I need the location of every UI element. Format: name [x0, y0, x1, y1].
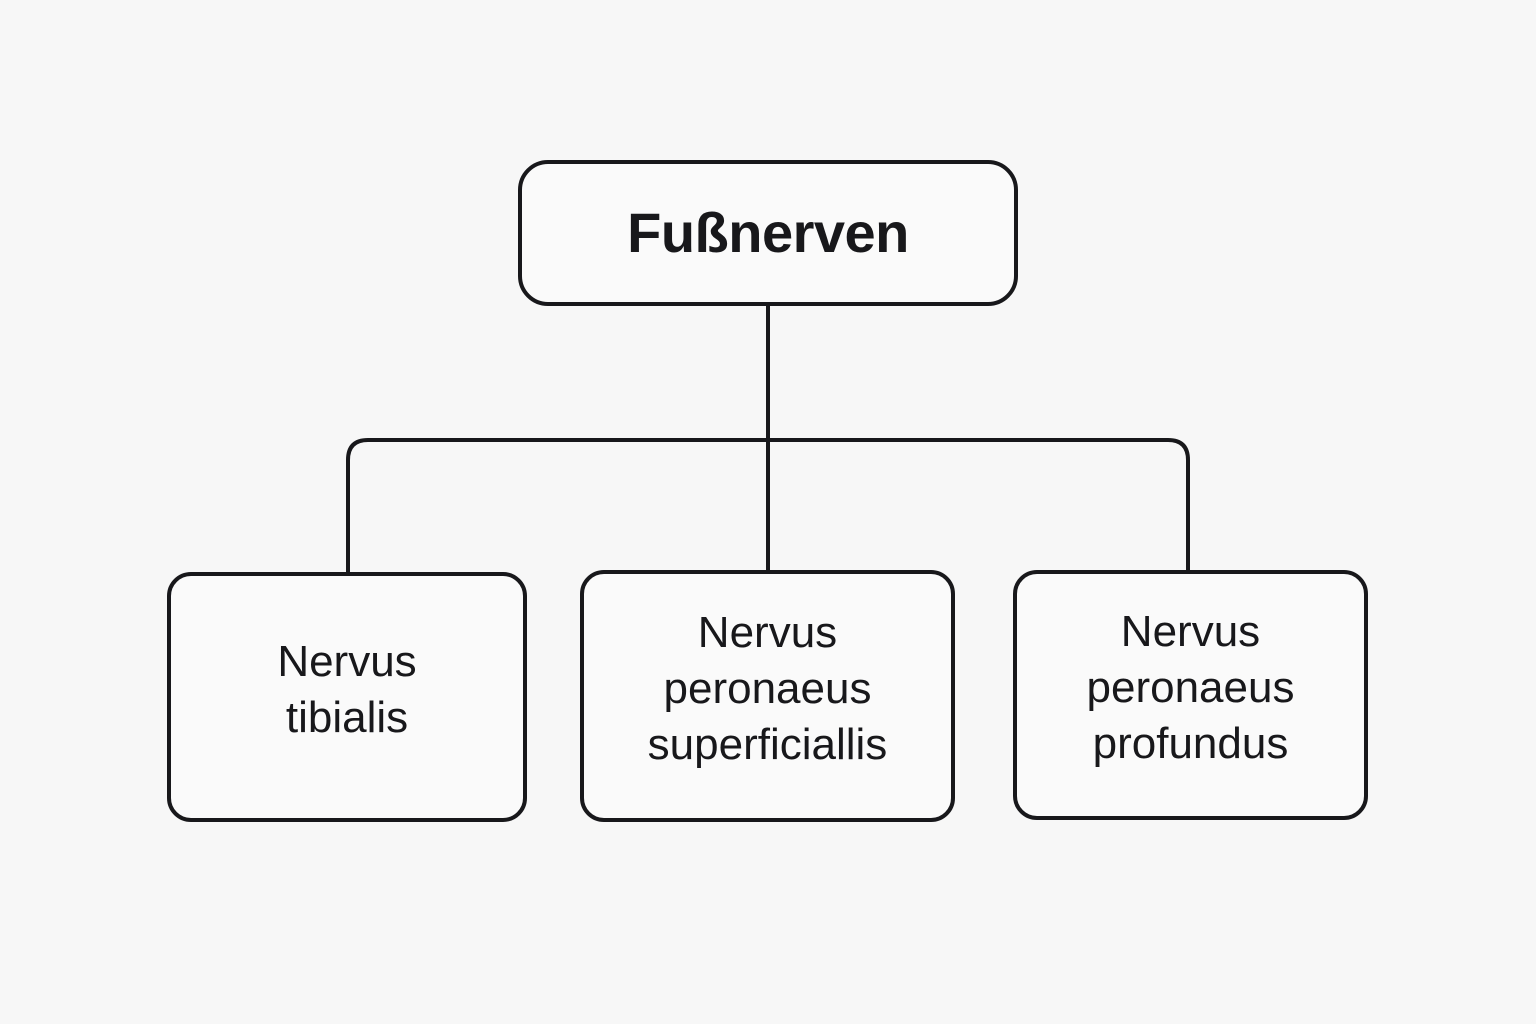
node-nervus-peronaeus-profundus[interactable]: Nervus peronaeus profundus: [1013, 570, 1368, 820]
node-nervus-tibialis[interactable]: Nervus tibialis: [167, 572, 527, 822]
node-nervus-tibialis-label: Nervus tibialis: [277, 636, 417, 742]
bus-left-connector: [346, 438, 768, 572]
node-nervus-peronaeus-superficiallis-label: Nervus peronaeus superficiallis: [647, 607, 888, 770]
node-root-label: Fußnerven: [627, 201, 909, 265]
node-nervus-peronaeus-profundus-label: Nervus peronaeus profundus: [1086, 606, 1295, 769]
node-nervus-peronaeus-superficiallis[interactable]: Nervus peronaeus superficiallis: [580, 570, 955, 822]
bus-right-connector: [768, 438, 1190, 570]
node-root-fussnerven[interactable]: Fußnerven: [518, 160, 1018, 306]
